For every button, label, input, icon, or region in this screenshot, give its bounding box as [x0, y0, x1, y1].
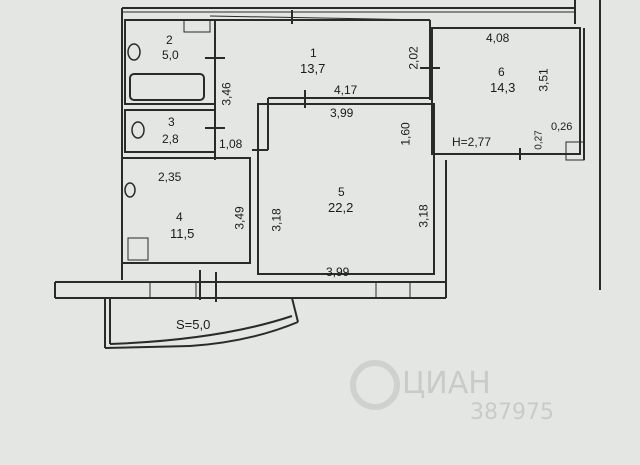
- room-5-top-dimension: 3,99: [330, 106, 354, 120]
- watermark-logo-icon: [350, 360, 400, 410]
- sink-icon: [127, 43, 141, 61]
- room-5-right-dimension: 3,18: [416, 204, 431, 228]
- room-6-right-dimension: 3,51: [536, 68, 551, 92]
- room-1-left-dimension: 3,46: [219, 82, 234, 106]
- room-2-area: 5,0: [162, 48, 179, 62]
- room-4-area: 11,5: [170, 226, 195, 241]
- room-5-left-dimension: 3,18: [269, 208, 284, 232]
- room-1-bottom-dimension: 4,17: [334, 83, 358, 97]
- room-5-bottom-dimension: 3,99: [326, 265, 350, 279]
- kitchen-sink-icon: [124, 182, 136, 198]
- room-5-corridor-dimension: 1,60: [398, 122, 413, 146]
- room-3-bottom-dimension: 1,08: [219, 137, 243, 151]
- room-5-number: 5: [338, 185, 345, 199]
- room-4-number: 4: [176, 210, 183, 224]
- watermark-digits: 387975: [470, 400, 554, 425]
- watermark-brand: ЦИАН: [402, 366, 491, 401]
- room-6-number: 6: [498, 65, 505, 79]
- room-3-number: 3: [168, 115, 175, 129]
- room-6-area: 14,3: [490, 80, 516, 95]
- room-6-small-dimension-a: 0,27: [533, 130, 545, 150]
- room-4-top-dimension: 2,35: [158, 170, 182, 184]
- room-3-area: 2,8: [162, 132, 179, 146]
- room-1-number: 1: [310, 46, 317, 60]
- room-6-top-dimension: 4,08: [486, 31, 510, 45]
- toilet-icon: [131, 121, 145, 139]
- room-1-area: 13,7: [300, 61, 326, 76]
- room-1-right-dimension: 2,02: [406, 46, 421, 70]
- room-6-small-dimension-b: 0,26: [551, 121, 573, 133]
- room-5-area: 22,2: [328, 200, 354, 215]
- room-2-number: 2: [166, 33, 173, 47]
- room-4-right-dimension: 3,49: [232, 206, 247, 230]
- balcony-area-label: S=5,0: [176, 317, 211, 332]
- ceiling-height-label: H=2,77: [452, 135, 492, 149]
